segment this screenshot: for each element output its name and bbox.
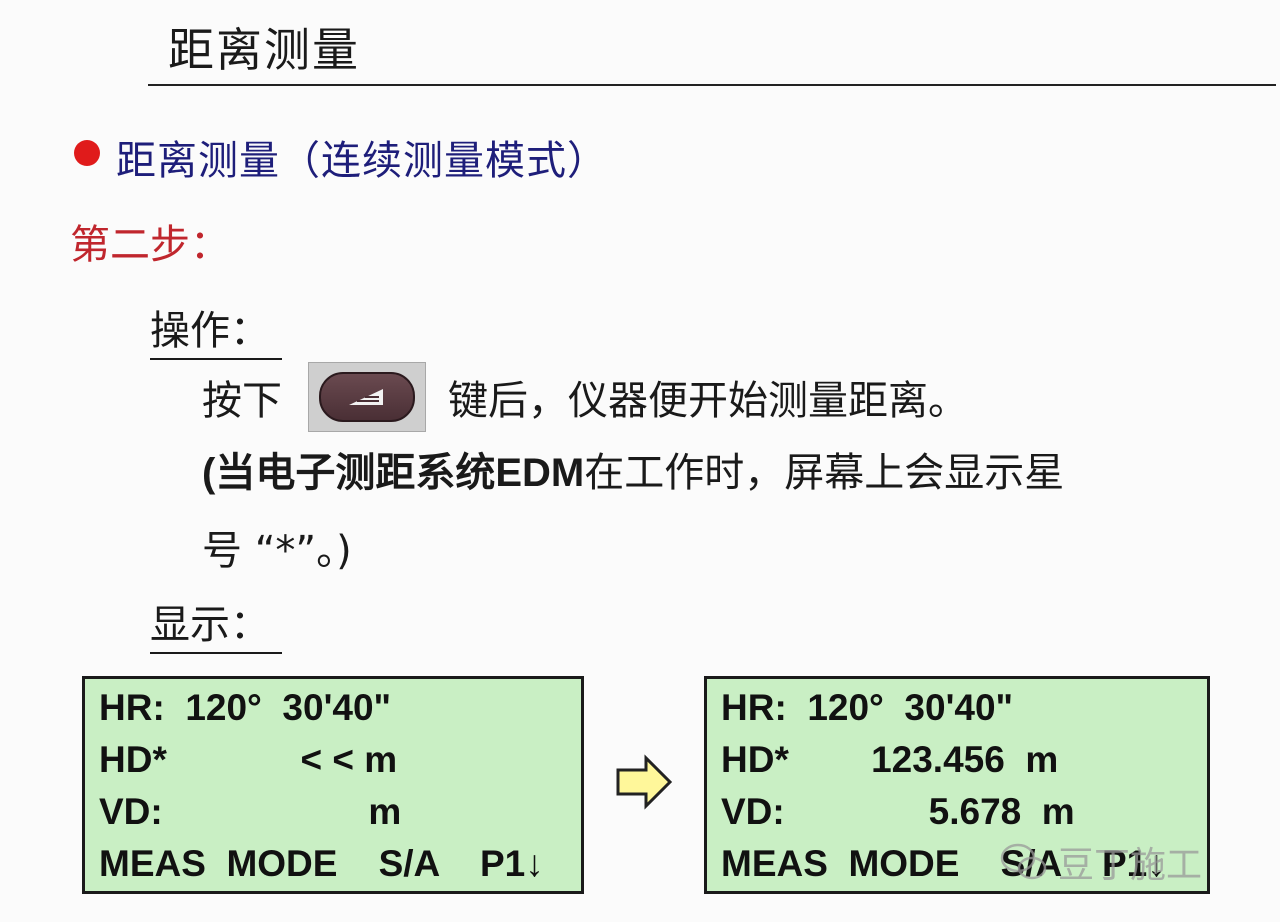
wechat-icon [1000,843,1047,880]
screen-row-hd: HD* 123.456 m [721,739,1059,780]
section-heading: 距离测量（连续测量模式） [116,138,608,184]
screen-before: HR: 120° 30'40" HD* < < m VD: m MEAS MOD… [82,676,584,894]
note-edm: EDM [495,451,585,495]
operation-label: 操作： [150,298,282,360]
note-line: (当电子测距系统EDM在工作时，屏幕上会显示星 [202,440,1064,498]
screen-row-softkeys: MEAS MODE S/A P1↓ [99,843,544,884]
bullet-dot-icon [74,140,100,166]
screen-row-softkeys: MEAS MODE S/A P1↓ [721,843,1166,884]
instruction-before-key: 按下 [202,378,282,424]
note-rest: 在工作时，屏幕上会显示星 [584,450,1065,496]
screen-after: HR: 120° 30'40" HD* 123.456 m VD: 5.678 … [704,676,1210,894]
watermark-text: 豆丁施工 [1058,845,1203,886]
screen-row-vd: VD: m [99,791,402,832]
note-line-end: 号 “*”。) [202,528,352,574]
screen-row-vd: VD: 5.678 m [721,791,1075,832]
measure-key-image [308,362,426,432]
screen-row-hd: HD* < < m [99,739,398,780]
page-title: 距离测量 [168,23,360,77]
display-label: 显示： [150,592,282,654]
right-arrow-icon [616,754,673,810]
measure-key-icon [319,372,415,422]
instruction-line: 按下 键后，仪器便开始测量距离。 [202,362,968,432]
screen-row-hr: HR: 120° 30'40" [721,687,1014,728]
title-divider [148,84,1276,86]
step-label: 第二步： [70,222,230,268]
watermark: 豆丁施工 [1000,836,1202,888]
screen-row-hr: HR: 120° 30'40" [99,687,392,728]
instruction-after-key: 键后，仪器便开始测量距离。 [448,378,968,424]
note-open: (当电子测距系统 [202,451,496,495]
